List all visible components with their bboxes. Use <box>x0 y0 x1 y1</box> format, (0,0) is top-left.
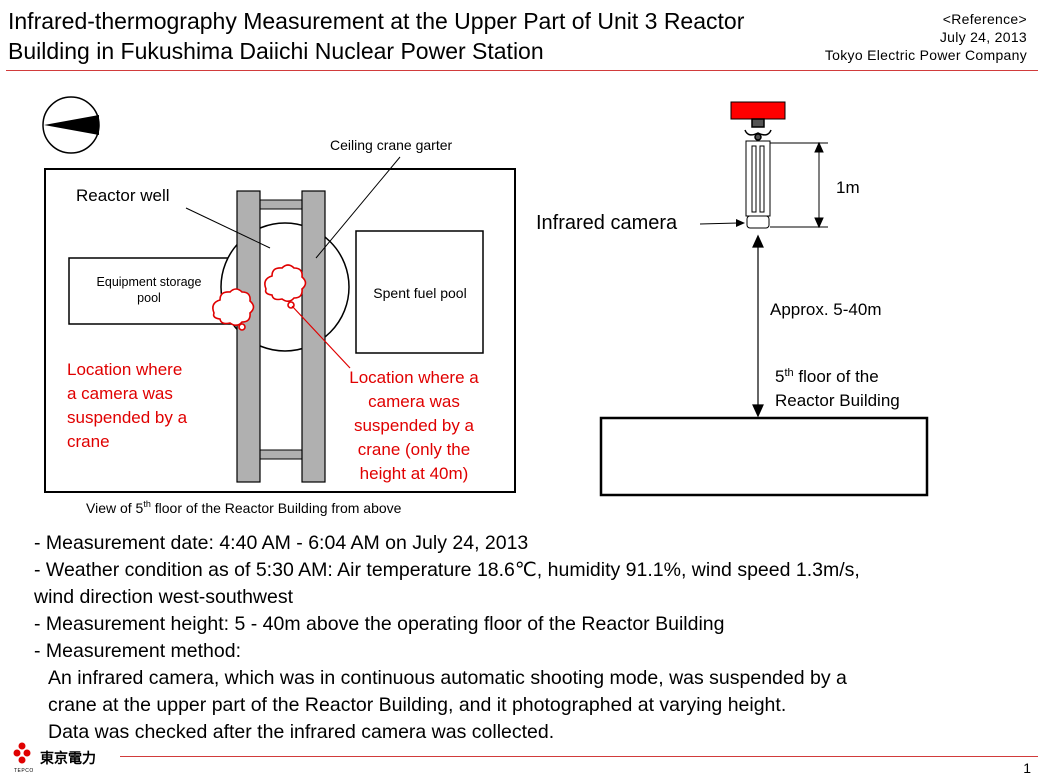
reference-block: <Reference> July 24, 2013 Tokyo Electric… <box>825 10 1027 64</box>
crane-hook-icon <box>744 118 772 141</box>
loc-right-line: crane (only the <box>358 440 470 459</box>
title-line-2: Building in Fukushima Daiichi Nuclear Po… <box>8 38 544 64</box>
page-title: Infrared-thermography Measurement at the… <box>8 6 858 66</box>
reactor-well-leader <box>185 207 271 249</box>
plan-caption: View of 5th floor of the Reactor Buildin… <box>86 499 402 516</box>
bullet-method: - Measurement method: <box>34 640 242 662</box>
loc-left-line: crane <box>67 432 110 451</box>
tepco-logo-icon <box>13 742 31 764</box>
location-right-label: Location where a camera was suspended by… <box>349 368 479 483</box>
loc-right-line: suspended by a <box>354 416 475 435</box>
method-line-3: Data was checked after the infrared came… <box>48 721 555 743</box>
header-divider <box>6 70 1038 71</box>
measurement-details: - Measurement date: 4:40 AM - 6:04 AM on… <box>34 530 1024 746</box>
logo-subtext: TEPCO <box>14 768 34 774</box>
page-number: 1 <box>1023 760 1031 776</box>
reference-date: July 24, 2013 <box>939 29 1027 45</box>
height-arrow <box>752 234 764 418</box>
title-line-1: Infrared-thermography Measurement at the… <box>8 8 745 34</box>
floor-label-line-2: Reactor Building <box>775 391 900 410</box>
loc-right-line: camera was <box>368 392 460 411</box>
dimension-1m-label: 1m <box>836 178 860 197</box>
spent-fuel-pool <box>355 230 484 354</box>
camera-rig <box>745 140 771 229</box>
crane-hook-block <box>730 101 786 120</box>
loc-left-line: Location where <box>67 360 182 379</box>
company-name: Tokyo Electric Power Company <box>824 47 1027 63</box>
bullet-date: - Measurement date: 4:40 AM - 6:04 AM on… <box>34 532 529 554</box>
camera-pointer-arrow <box>699 219 745 227</box>
loc-right-line: Location where a <box>349 368 479 387</box>
ceiling-crane <box>236 190 326 483</box>
reference-label: <Reference> <box>942 11 1027 27</box>
footer-divider <box>120 756 1038 757</box>
dimension-1m <box>770 141 828 229</box>
location-left-label: Location where a camera was suspended by… <box>67 360 188 451</box>
method-line-1: An infrared camera, which was in continu… <box>48 667 847 689</box>
equipment-pool-label-1: Equipment storage <box>97 275 202 289</box>
bullet-height: - Measurement height: 5 - 40m above the … <box>34 613 725 635</box>
spent-fuel-pool-label: Spent fuel pool <box>373 285 466 301</box>
operating-floor <box>599 416 929 497</box>
right-location-leader <box>291 305 351 369</box>
loc-right-line: height at 40m) <box>360 464 469 483</box>
loc-left-line: suspended by a <box>67 408 188 427</box>
reactor-well-label: Reactor well <box>76 186 170 205</box>
ceiling-crane-label: Ceiling crane garter <box>330 137 453 153</box>
bullet-weather: - Weather condition as of 5:30 AM: Air t… <box>34 559 860 581</box>
floor-label-line-1: 5th floor of the <box>775 367 879 386</box>
compass-icon <box>42 96 100 154</box>
method-line-2: crane at the upper part of the Reactor B… <box>48 694 787 716</box>
loc-left-line: a camera was <box>67 384 173 403</box>
camera-location-left-icon <box>212 288 255 331</box>
equipment-pool-label-2: pool <box>137 291 161 305</box>
logo-text: 東京電力 <box>40 751 96 767</box>
infrared-camera-label: Infrared camera <box>536 212 678 234</box>
approx-height-label: Approx. 5-40m <box>770 300 882 319</box>
bullet-weather-cont: wind direction west-southwest <box>34 586 294 608</box>
crane-leader <box>315 156 401 259</box>
